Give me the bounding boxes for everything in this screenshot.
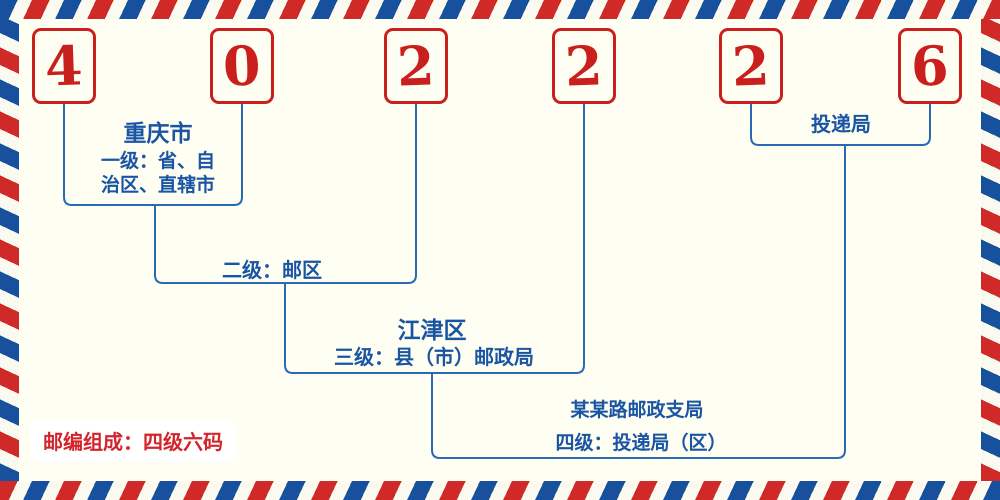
digit-box-5: 2 <box>719 28 783 104</box>
airmail-border-bottom <box>0 481 1000 500</box>
digit-box-4: 2 <box>552 28 616 104</box>
connector-level4 <box>431 145 846 459</box>
digit-1: 4 <box>44 33 84 99</box>
airmail-border-left <box>0 19 19 481</box>
level1-city-label: 重庆市 <box>123 120 193 146</box>
digit-box-1: 4 <box>32 28 96 104</box>
digit-2: 0 <box>222 33 262 99</box>
footer-note-text: 邮编组成：四级六码 <box>43 432 223 454</box>
level3-district-label: 江津区 <box>397 317 467 343</box>
level2-desc: 二级：邮区 <box>222 260 322 282</box>
level4-desc: 四级：投递局（区） <box>555 433 727 454</box>
level4-branch-label: 某某路邮政支局 <box>570 400 704 421</box>
connector-level3 <box>284 101 585 374</box>
airmail-border-right <box>981 19 1000 481</box>
airmail-border-top <box>0 0 1000 19</box>
digit-6: 6 <box>910 33 950 99</box>
digit-box-2: 0 <box>210 28 274 104</box>
connector-delivery-bracket <box>750 101 931 146</box>
digit-box-6: 6 <box>898 28 962 104</box>
digit-box-3: 2 <box>384 28 448 104</box>
digit-3: 2 <box>396 33 436 99</box>
level1-desc-line2: 治区、直辖市 <box>100 175 216 196</box>
connector-level1-bracket <box>63 101 243 206</box>
delivery-bureau-label: 投递局 <box>811 114 871 136</box>
level3-desc: 三级：县（市）邮政局 <box>334 347 534 369</box>
footer-note: 邮编组成：四级六码 <box>30 419 236 462</box>
digit-4: 2 <box>564 33 604 99</box>
digit-5: 2 <box>731 33 771 99</box>
level1-desc-line1: 一级：省、自 <box>100 151 216 172</box>
